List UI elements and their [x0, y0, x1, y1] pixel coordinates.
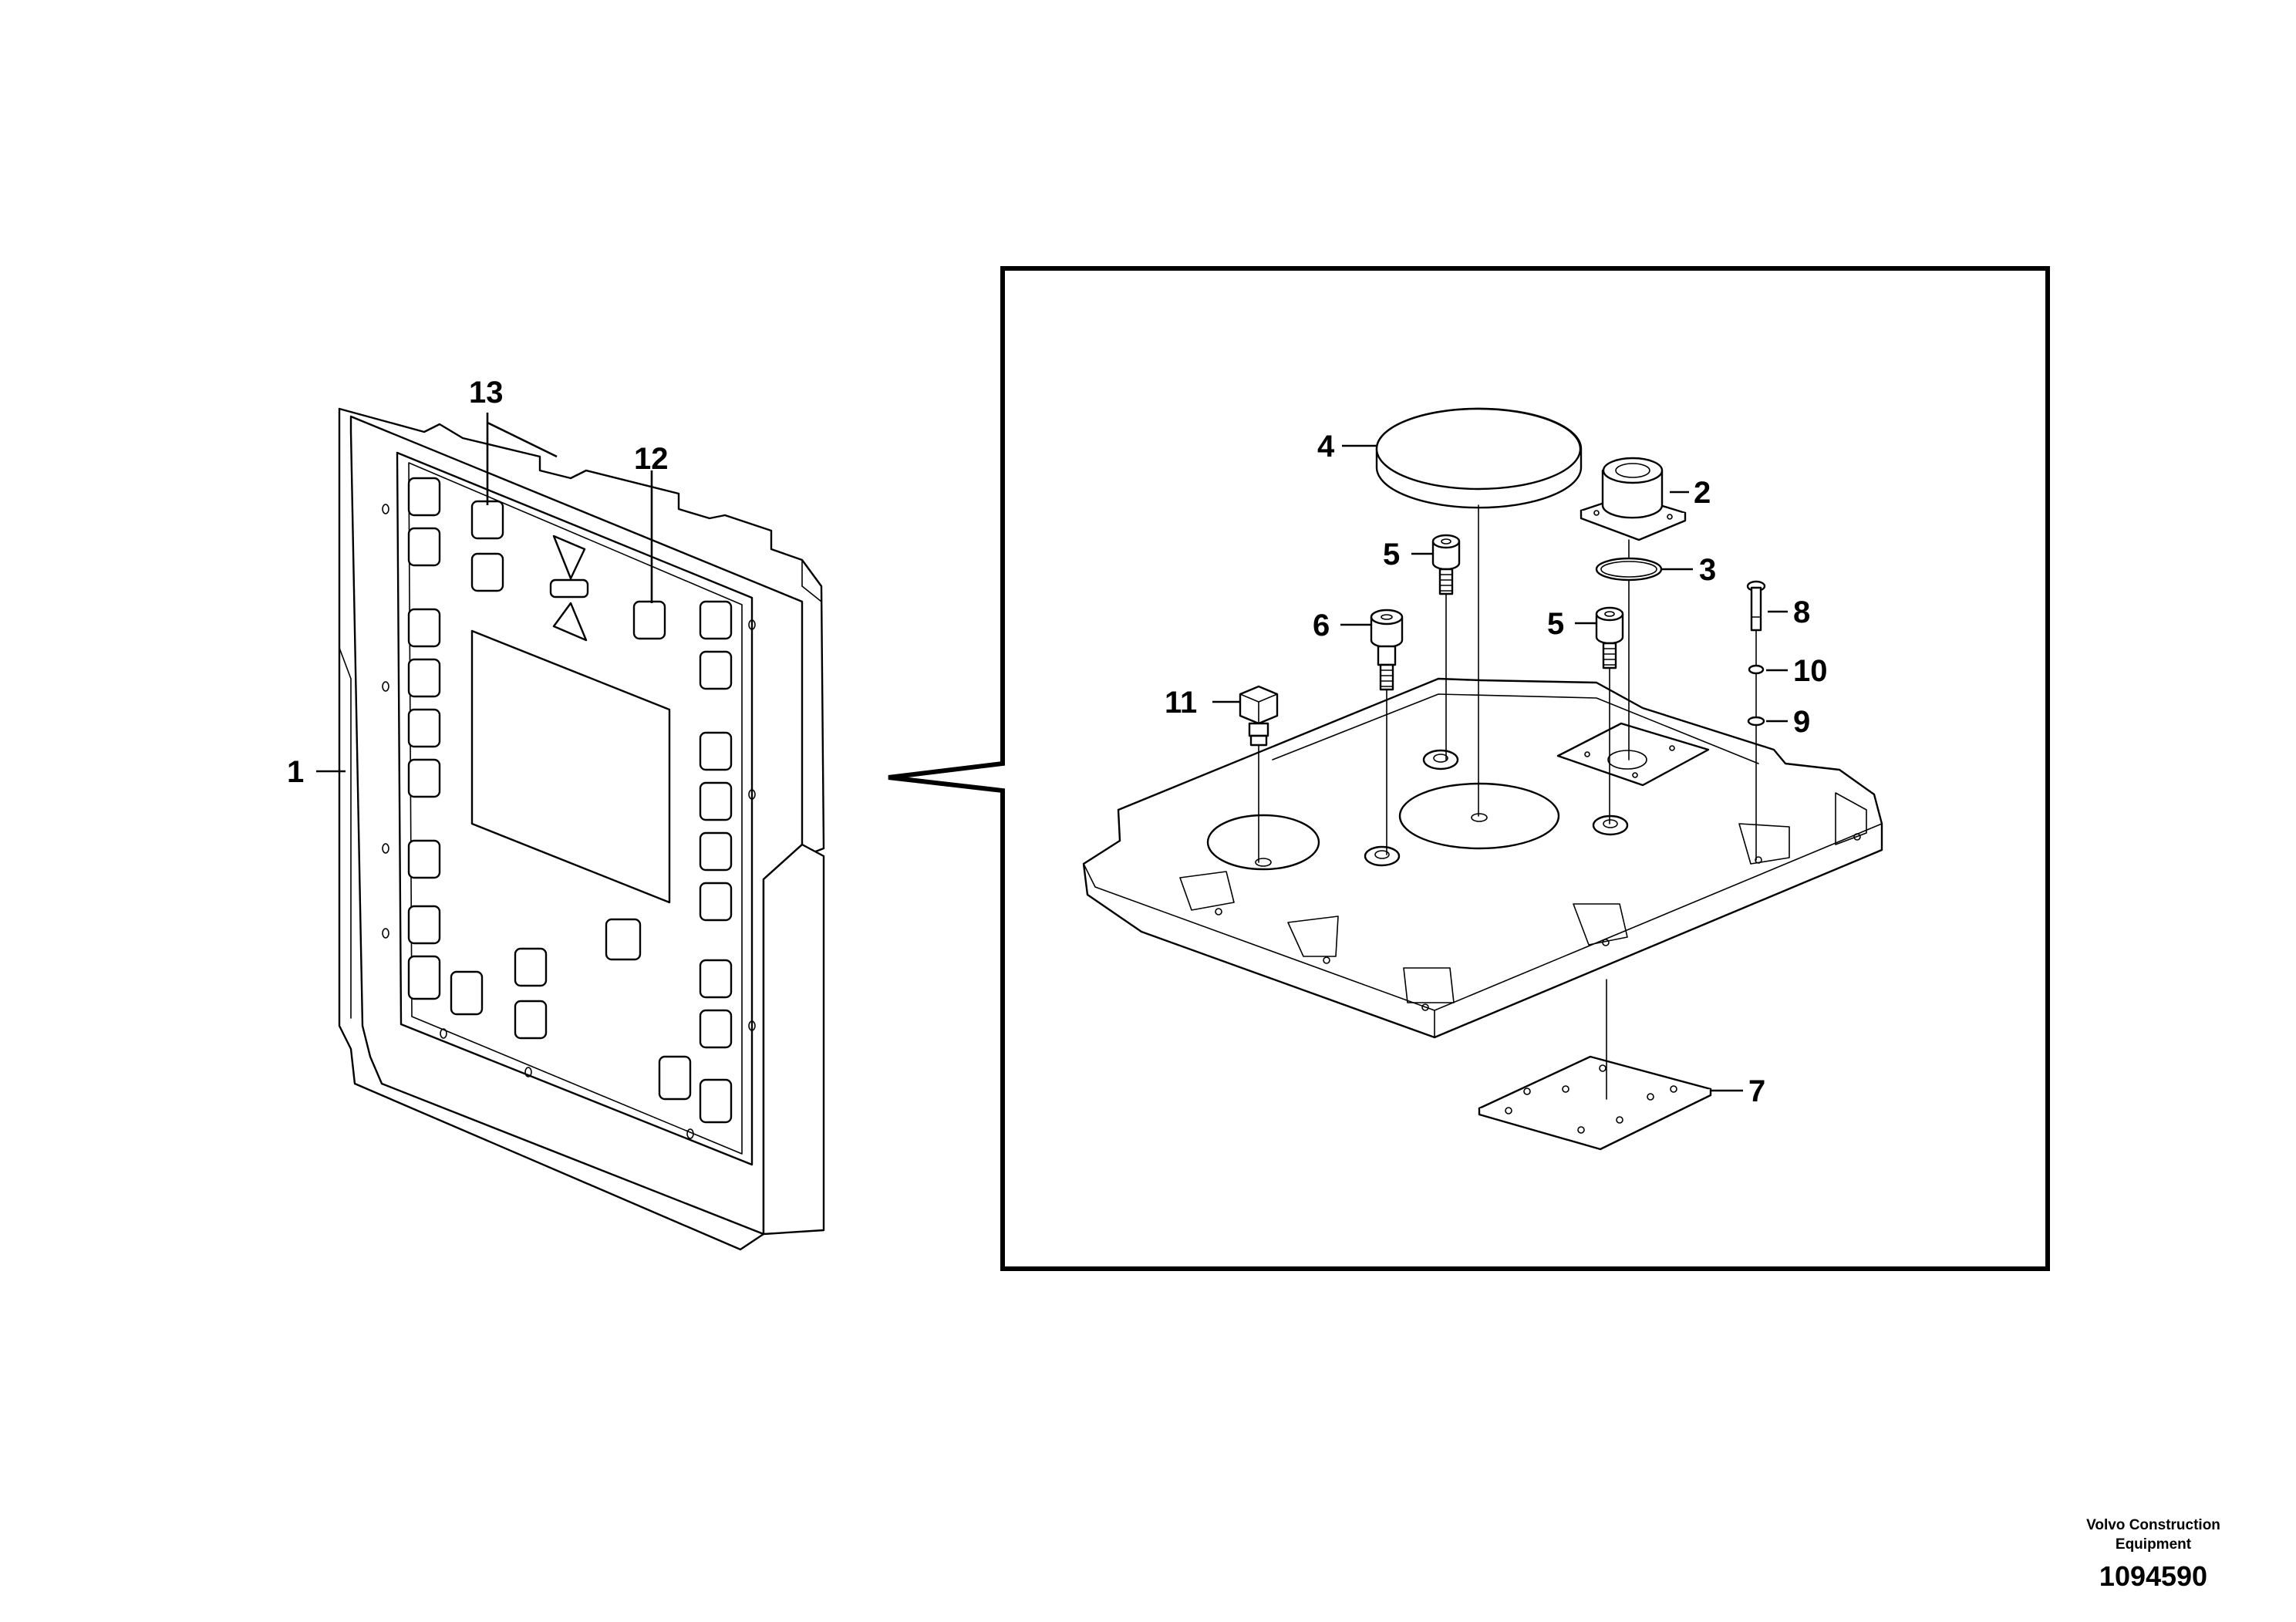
bottom-plate	[1478, 1055, 1712, 1151]
brand-line-2: Equipment	[2116, 1536, 2192, 1553]
hex-bolt	[1239, 685, 1279, 747]
display-panel-unit	[338, 407, 825, 1251]
base-plate	[1082, 677, 1883, 1039]
detail-frame	[888, 266, 2050, 1271]
cover-disc	[1375, 407, 1583, 509]
callout-1: 1	[287, 755, 304, 789]
callout-7: 7	[1748, 1074, 1765, 1108]
callout-5-left: 5	[1383, 538, 1400, 572]
connector	[1580, 457, 1687, 541]
o-ring	[1595, 557, 1663, 582]
document-number: 1094590	[2099, 1560, 2207, 1592]
callout-8: 8	[1793, 595, 1810, 629]
screw-5-left	[1431, 534, 1461, 595]
callout-9: 9	[1793, 705, 1810, 739]
shoulder-bolt	[1370, 609, 1404, 691]
callout-3: 3	[1699, 553, 1716, 587]
screw-5-right	[1595, 606, 1624, 669]
callout-5-right: 5	[1547, 607, 1564, 641]
callout-12: 12	[634, 442, 669, 476]
callout-11: 11	[1165, 686, 1197, 720]
callout-4: 4	[1317, 430, 1335, 464]
brand-line-1: Volvo Construction	[2086, 1517, 2220, 1533]
panel-buttons	[407, 477, 733, 1124]
washer-10	[1748, 664, 1765, 675]
callout-2: 2	[1694, 476, 1711, 510]
pin	[1746, 580, 1766, 632]
callout-6: 6	[1313, 609, 1330, 642]
panel-screw-holes	[382, 504, 756, 1139]
washer-9	[1747, 716, 1765, 727]
callout-13: 13	[469, 376, 504, 410]
callout-10: 10	[1793, 654, 1828, 688]
